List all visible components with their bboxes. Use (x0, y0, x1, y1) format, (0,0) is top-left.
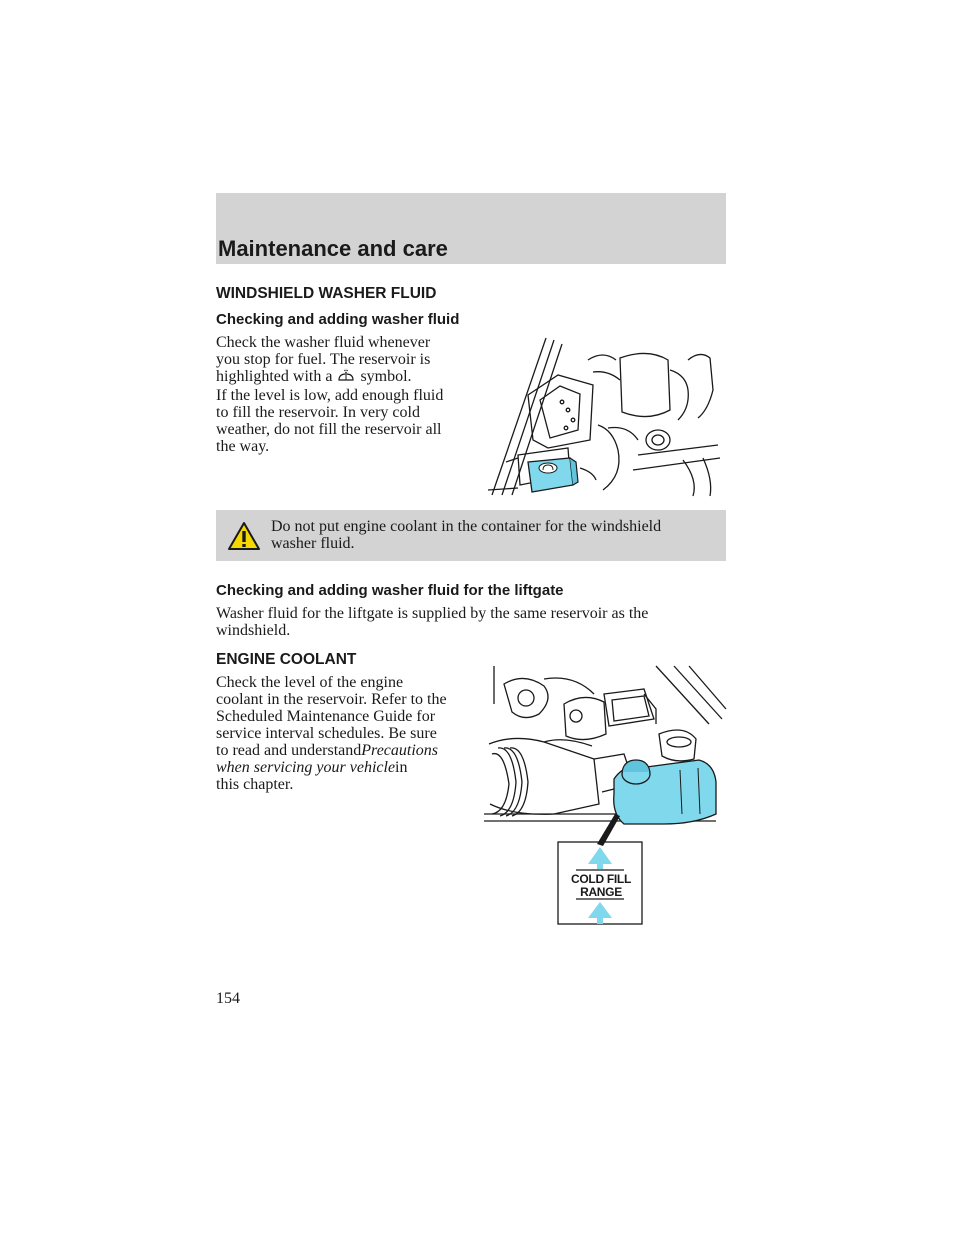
cold-fill-range-label: COLD FILL RANGE (571, 872, 631, 899)
page-number: 154 (216, 990, 240, 1007)
coolant-reservoir-illustration (484, 665, 727, 925)
page-title: Maintenance and care (218, 236, 448, 261)
warning-text: Do not put engine coolant in the contain… (271, 518, 662, 552)
coolant-heading: ENGINE COOLANT (216, 651, 357, 668)
header-band (216, 193, 726, 264)
liftgate-paragraph: Washer fluid for the liftgate is supplie… (216, 605, 649, 639)
warning-box (216, 510, 726, 561)
warning-triangle-icon (228, 522, 260, 550)
washer-reservoir-illustration (488, 337, 721, 497)
washer-subheading: Checking and adding washer fluid (216, 311, 460, 328)
washer-symbol-icon (336, 368, 356, 382)
liftgate-subheading: Checking and adding washer fluid for the… (216, 582, 564, 599)
washer-paragraph-2: If the level is low, add enough fluid to… (216, 387, 444, 455)
coolant-paragraph: Check the level of the engine coolant in… (216, 674, 447, 793)
washer-paragraph-1: Check the washer fluid whenever you stop… (216, 334, 431, 385)
washer-heading: WINDSHIELD WASHER FLUID (216, 285, 437, 302)
